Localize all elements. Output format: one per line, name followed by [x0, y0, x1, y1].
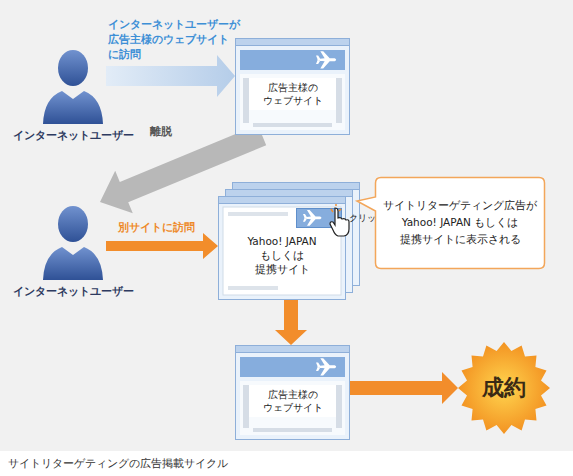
shape-part — [223, 207, 341, 295]
person-node: インターネットユーザー — [40, 46, 106, 124]
shape-part — [219, 197, 346, 204]
shape-part — [303, 210, 321, 226]
flow-arrow — [106, 233, 218, 259]
edge-label: インターネットユーザーが 広告主様のウェブサイト に訪問 — [108, 17, 248, 62]
flow-arrow — [275, 300, 307, 345]
shape-part — [253, 123, 332, 127]
hand-cursor — [329, 207, 355, 239]
star-node: 成約 — [458, 342, 550, 434]
shape-part — [316, 358, 336, 375]
shape-part — [303, 210, 321, 226]
window-bar — [233, 183, 360, 190]
click-rays — [331, 204, 341, 212]
site-node: 広告主様の ウェブサイト — [235, 345, 350, 440]
caption: サイトリターゲティングの広告掲載サイクル — [8, 456, 228, 471]
shape-part — [240, 381, 345, 435]
shape-part — [236, 346, 350, 440]
shape-part — [316, 51, 336, 68]
shape-part — [336, 385, 342, 428]
shape-part — [43, 247, 103, 280]
shape-part — [43, 91, 103, 124]
shape-part — [336, 78, 342, 123]
shape-part — [240, 357, 345, 377]
shape-part — [236, 39, 350, 135]
callout-node: サイトリターゲティング広告が Yahoo! JAPAN もしくは 提携サイトに表… — [375, 177, 545, 269]
node-label: 広告主様の ウェブサイト — [249, 385, 336, 417]
yahoo-node: Yahoo! JAPAN もしくは 提携サイトクリック — [218, 196, 346, 300]
person-node: インターネットユーザー — [40, 202, 106, 280]
node-label: インターネットユーザー — [10, 129, 136, 143]
node-label: 広告主様の ウェブサイト — [249, 78, 336, 110]
person-icon — [40, 202, 106, 280]
flow-arrow — [106, 55, 235, 97]
edge-label: 別サイトに訪問 — [118, 220, 218, 235]
shape-part — [316, 358, 336, 375]
site-node: 広告主様の ウェブサイト — [235, 38, 350, 135]
shape-part — [240, 74, 345, 130]
edge-label: 離脱 — [150, 124, 210, 139]
node-label: Yahoo! JAPAN もしくは 提携サイト — [238, 234, 326, 276]
shape-part — [58, 206, 88, 242]
shape-part — [219, 197, 346, 300]
shape-part — [236, 346, 350, 353]
shape-part — [228, 286, 278, 290]
shape-part — [357, 178, 545, 269]
shape-part — [458, 342, 550, 434]
shape-part — [316, 51, 336, 68]
window-bar — [226, 190, 353, 197]
flow-arrow — [350, 372, 458, 404]
shape-part — [240, 50, 345, 70]
person-icon — [40, 46, 106, 124]
node-label: 成約 — [458, 374, 550, 402]
shape-part — [228, 212, 288, 216]
shape-part — [253, 428, 332, 432]
shape-part — [236, 39, 350, 46]
hand-shape — [330, 208, 349, 236]
node-label: インターネットユーザー — [10, 285, 136, 299]
node-label: サイトリターゲティング広告が Yahoo! JAPAN もしくは 提携サイトに表… — [382, 197, 538, 248]
shape-part — [58, 50, 88, 86]
